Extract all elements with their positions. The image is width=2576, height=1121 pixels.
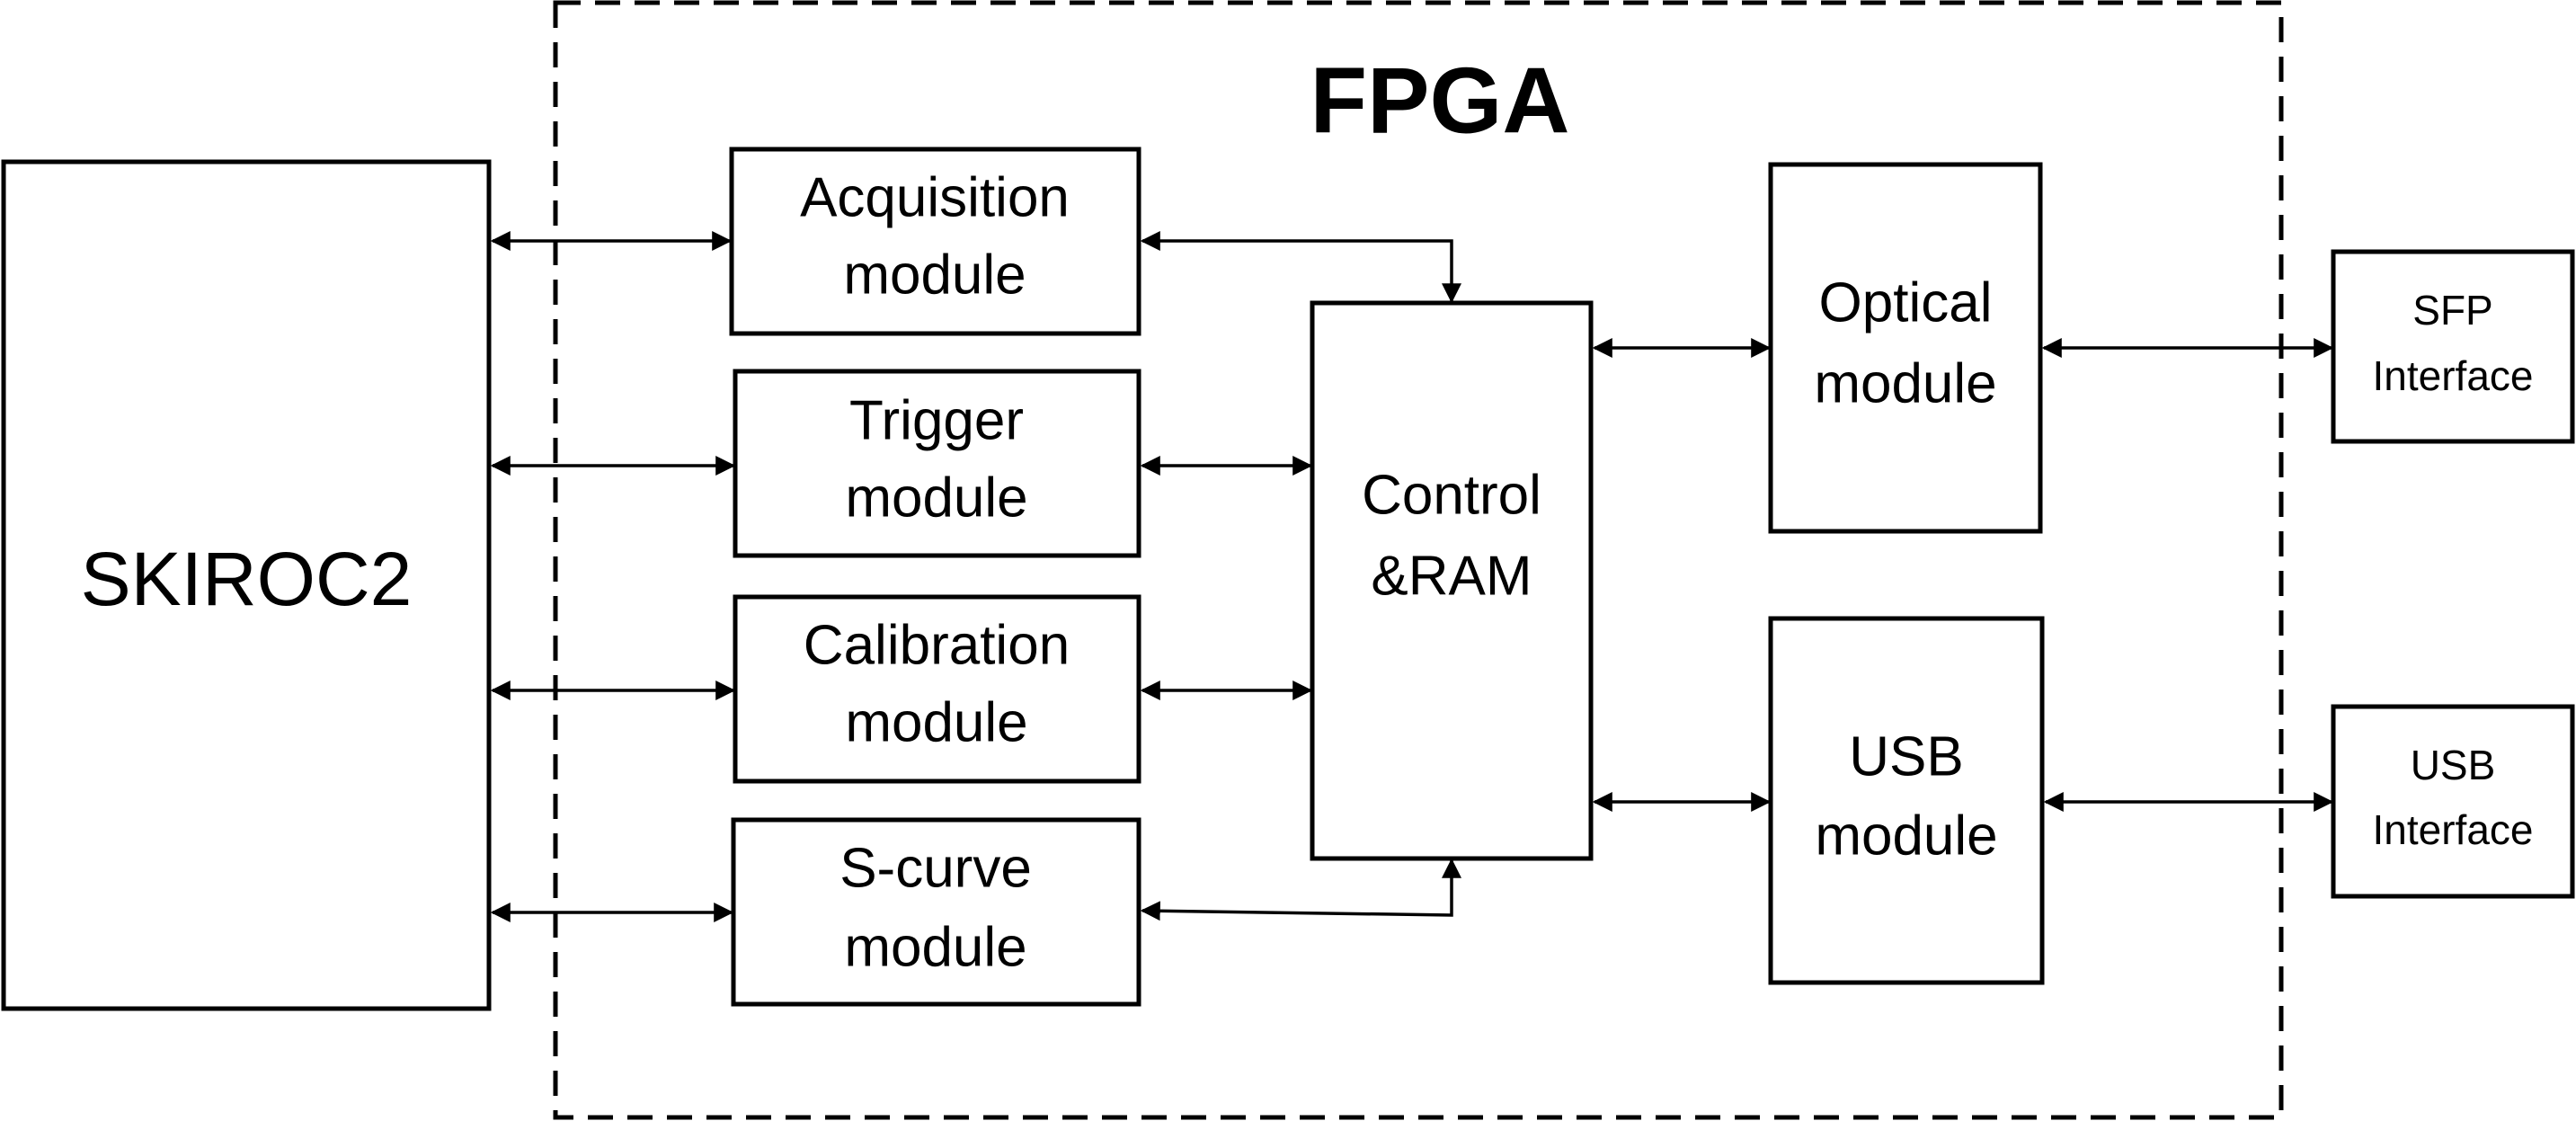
skiroc2-label: SKIROC2 (81, 537, 413, 621)
arrow-scurve-control (1140, 858, 1461, 921)
usb-interface-label-line1: USB (2411, 742, 2496, 788)
acquisition-module-label-line2: module (843, 244, 1026, 306)
calibration-module-label-line1: Calibration (804, 614, 1070, 676)
usb-interface-label-line2: Interface (2373, 806, 2534, 853)
usb-module-label-line2: module (1815, 805, 1997, 867)
scurve-module-label-line1: S-curve (839, 837, 1032, 899)
fpga-title: FPGA (1310, 49, 1570, 153)
sfp-interface-block: SFP Interface (2331, 249, 2575, 444)
connections (490, 231, 2334, 922)
optical-module-label-line1: Optical (1819, 271, 1993, 334)
fpga-boundary (553, 0, 2284, 1120)
scurve-module-label-line2: module (844, 916, 1026, 978)
control-ram-label-line1: Control (1362, 464, 1541, 526)
usb-module-block: USB module (1768, 616, 2045, 985)
calibration-module-block: Calibration module (733, 594, 1141, 784)
sfp-interface-label-line1: SFP (2412, 287, 2492, 334)
control-ram-block: Control &RAM (1310, 300, 1594, 861)
trigger-module-block: Trigger module (733, 369, 1141, 558)
usb-interface-block: USB Interface (2331, 704, 2575, 899)
sfp-interface-label-line2: Interface (2373, 352, 2534, 399)
acquisition-module-label-line1: Acquisition (800, 166, 1070, 228)
acquisition-module-block: Acquisition module (729, 147, 1141, 336)
trigger-module-label-line2: module (845, 467, 1027, 529)
arrow-acquisition-control (1140, 231, 1461, 304)
usb-module-label-line1: USB (1849, 725, 1963, 787)
calibration-module-label-line2: module (845, 691, 1027, 753)
optical-module-label-line2: module (1814, 352, 1996, 414)
control-ram-label-line2: &RAM (1371, 545, 1532, 607)
scurve-module-block: S-curve module (731, 817, 1141, 1007)
trigger-module-label-line1: Trigger (849, 389, 1024, 451)
skiroc2-block: SKIROC2 (1, 159, 492, 1011)
optical-module-block: Optical module (1768, 162, 2043, 534)
